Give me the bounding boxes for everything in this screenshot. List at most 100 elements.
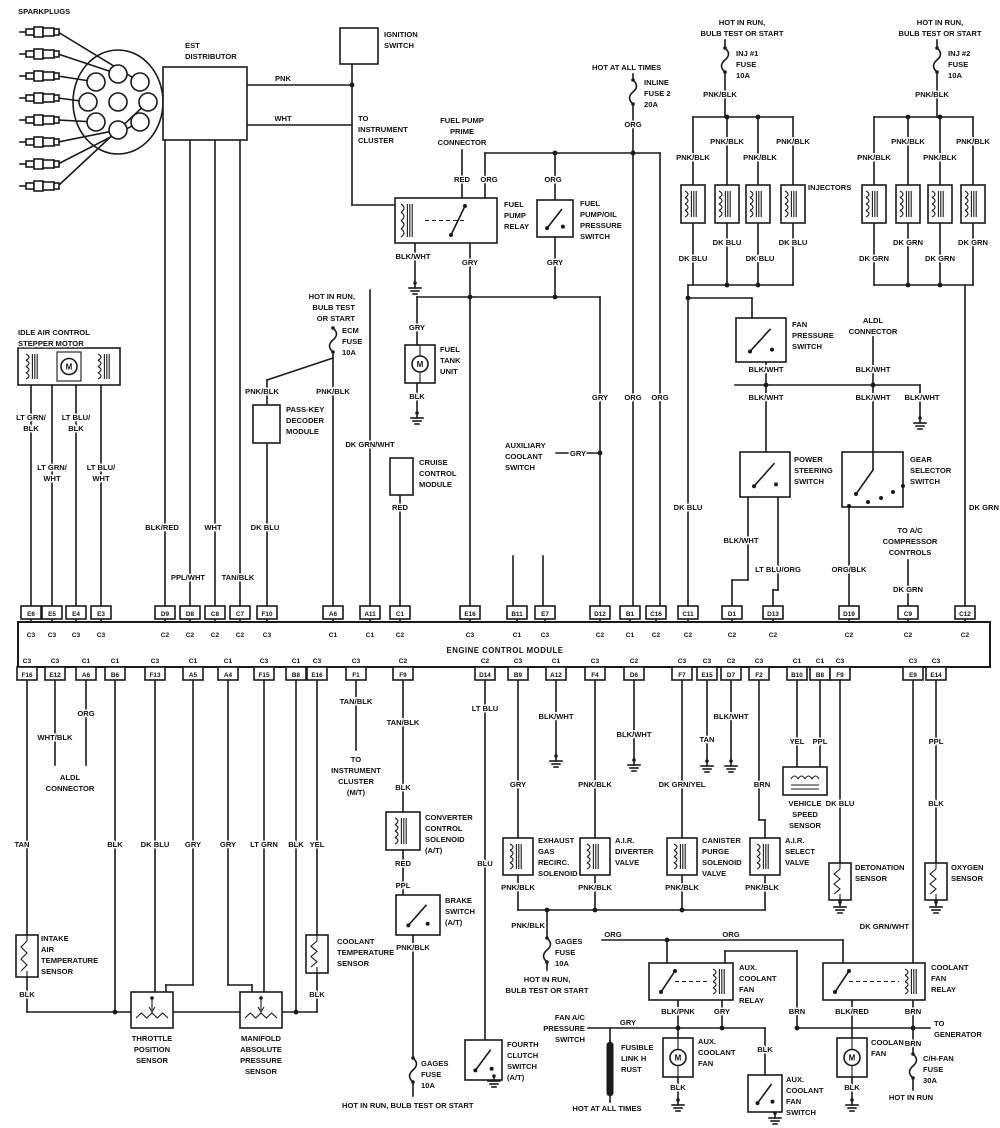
canister-purge-solenoid-valve bbox=[666, 837, 698, 876]
diagram-label: BLK/WHT bbox=[904, 393, 939, 402]
est-distributor bbox=[162, 66, 248, 141]
diagram-label: PNK/BLK bbox=[501, 883, 535, 892]
diagram-label: PNK/BLK bbox=[743, 153, 777, 162]
diagram-label: PUMP/OIL bbox=[580, 210, 617, 219]
diagram-label: DECODER bbox=[286, 416, 324, 425]
ecm-pin: F1 bbox=[352, 672, 360, 679]
diagram-label: 10A bbox=[736, 71, 750, 80]
ground-symbol bbox=[768, 1111, 782, 1125]
diagram-label: 10A bbox=[555, 959, 569, 968]
diagram-label: RELAY bbox=[931, 985, 956, 994]
junction-dot bbox=[724, 114, 730, 120]
diagram-label: PNK/BLK bbox=[745, 883, 779, 892]
diagram-label: FUEL bbox=[504, 200, 524, 209]
diagram-label: GRY bbox=[220, 840, 236, 849]
junction-dot bbox=[552, 150, 558, 156]
ecm-connector: C3 bbox=[260, 658, 269, 665]
diagram-label: DK BLU bbox=[779, 238, 808, 247]
diagram-label: LT BLU bbox=[472, 704, 499, 713]
diagram-label: BLK bbox=[844, 1083, 860, 1092]
diagram-label: COOLANT bbox=[505, 452, 543, 461]
ground-symbol bbox=[913, 416, 927, 430]
diagram-label: LT GRN/ bbox=[16, 413, 47, 422]
injector-8 bbox=[960, 184, 986, 224]
ecm-connector: C3 bbox=[97, 632, 106, 639]
diagram-label: PNK/BLK bbox=[776, 137, 810, 146]
ecm-connector: C3 bbox=[755, 658, 764, 665]
diagram-label: DK BLU bbox=[826, 799, 855, 808]
ecm-connector: C3 bbox=[703, 658, 712, 665]
diagram-label: HOT IN RUN, bbox=[719, 18, 765, 27]
diagram-label: THROTTLE bbox=[132, 1034, 173, 1043]
diagram-label: CLUSTER bbox=[358, 136, 394, 145]
ecm-connector: C1 bbox=[111, 658, 120, 665]
diagram-label: INJ #2 bbox=[948, 49, 970, 58]
diagram-label: ABSOLUTE bbox=[240, 1045, 282, 1054]
diagram-label: PNK/BLK bbox=[956, 137, 990, 146]
diagram-label: DK BLU bbox=[746, 254, 775, 263]
spark-plug bbox=[19, 180, 60, 192]
diagram-label: SWITCH bbox=[384, 41, 414, 50]
diagram-label: GRY bbox=[570, 449, 586, 458]
coolant-temperature-sensor bbox=[305, 934, 329, 974]
ecm-connector: C2 bbox=[236, 632, 245, 639]
ecm-pin: A6 bbox=[329, 611, 338, 618]
diagram-label: SENSOR bbox=[41, 967, 74, 976]
ecm-connector: C3 bbox=[466, 632, 475, 639]
diagram-label: BRN bbox=[789, 1007, 805, 1016]
diagram-label: CONNECTOR bbox=[46, 784, 95, 793]
ecm-connector: C1 bbox=[793, 658, 802, 665]
ecm-pin: D7 bbox=[727, 672, 736, 679]
gear-selector-switch bbox=[841, 451, 905, 508]
ecm-pin: C9 bbox=[904, 611, 913, 618]
diagram-label: SWITCH bbox=[580, 232, 610, 241]
diagram-label: DETONATION bbox=[855, 863, 905, 872]
ecm-connector: C1 bbox=[82, 658, 91, 665]
diagram-label: DK BLU bbox=[679, 254, 708, 263]
diagram-label: CONTROL bbox=[425, 824, 463, 833]
diagram-label: POWER bbox=[794, 455, 823, 464]
ecm-connector: C1 bbox=[292, 658, 301, 665]
ecm-connector: C2 bbox=[399, 658, 408, 665]
fan-pressure-switch bbox=[735, 317, 787, 363]
diagram-label: VALVE bbox=[702, 869, 726, 878]
diagram-label: STEPPER MOTOR bbox=[18, 339, 84, 348]
diagram-label: HOT IN RUN, bbox=[917, 18, 963, 27]
ecm-pin: C7 bbox=[236, 611, 245, 618]
engine-control-module: ENGINE CONTROL MODULEE6C3E5C3E4C3E3C3D9C… bbox=[16, 605, 991, 681]
ecm-connector: C2 bbox=[652, 632, 661, 639]
ecm-pin: E4 bbox=[72, 611, 80, 618]
ecm-connector: C2 bbox=[961, 632, 970, 639]
diagram-label: INSTRUMENT bbox=[358, 125, 408, 134]
ecm-pin: B1 bbox=[626, 611, 635, 618]
ecm-pin: A12 bbox=[550, 672, 562, 679]
diagram-label: VALVE bbox=[615, 858, 639, 867]
ecm-connector: C3 bbox=[313, 658, 322, 665]
diagram-label: SWITCH bbox=[507, 1062, 537, 1071]
diagram-label: COOLANT bbox=[337, 937, 375, 946]
ecm-connector: C3 bbox=[836, 658, 845, 665]
intake-air-temperature-sensor bbox=[15, 934, 39, 978]
diagram-label: PNK/BLK bbox=[710, 137, 744, 146]
ecm-connector: C3 bbox=[23, 658, 32, 665]
junction-dot bbox=[552, 294, 558, 300]
diagram-label: FOURTH bbox=[507, 1040, 539, 1049]
junction-dot bbox=[763, 382, 769, 388]
motor-letter: M bbox=[849, 1054, 856, 1063]
ecm-connector: C1 bbox=[224, 658, 233, 665]
ecm-connector: C3 bbox=[909, 658, 918, 665]
aux-coolant-fan-switch bbox=[747, 1074, 783, 1113]
diagram-label: HOT AT ALL TIMES bbox=[572, 1104, 641, 1113]
diagram-label: PRESSURE bbox=[580, 221, 622, 230]
fuel-pump-relay bbox=[394, 197, 498, 244]
diagram-label: WHT bbox=[43, 474, 61, 483]
spark-plug bbox=[19, 92, 60, 104]
ecm-pin: F16 bbox=[21, 672, 32, 679]
diagram-label: FUSIBLE bbox=[621, 1043, 654, 1052]
junction-dot bbox=[592, 907, 598, 913]
ecm-pin: D12 bbox=[594, 611, 606, 618]
diagram-label: WHT bbox=[92, 474, 110, 483]
diagram-label: PNK/BLK bbox=[511, 921, 545, 930]
diagram-label: PPL bbox=[929, 737, 944, 746]
diagram-label: CONNECTOR bbox=[849, 327, 898, 336]
